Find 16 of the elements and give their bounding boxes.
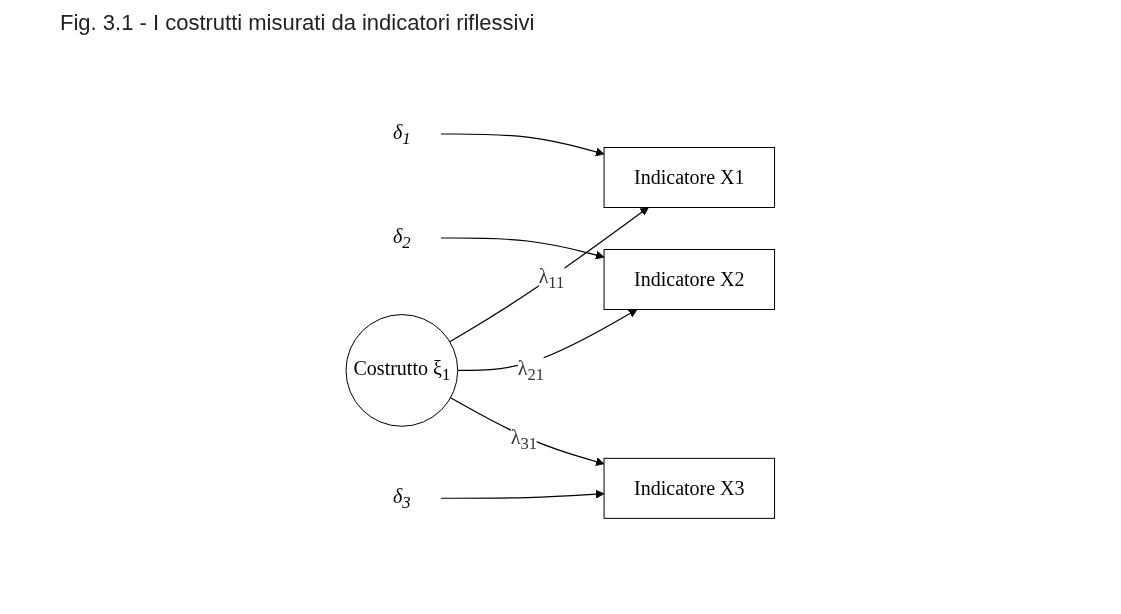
node-text: δ$_{1}$	[393, 120, 411, 148]
node-text: δ$_{2}$	[393, 224, 411, 252]
arrow	[440, 489, 605, 499]
arrow	[450, 397, 605, 466]
figure-title: Fig. 3.1 - I costrutti misurati da indicatori riflessivi	[60, 10, 536, 36]
edge-label: λ$_{21}$	[517, 357, 545, 385]
node-circle: Costrutto ξ$_{1}$	[345, 313, 459, 427]
node-box: Indicatore X1	[603, 146, 776, 208]
node-text: δ$_{3}$	[393, 485, 411, 513]
node-box: Indicatore X2	[603, 248, 776, 310]
arrow	[440, 237, 605, 260]
edge-label: λ$_{11}$	[538, 265, 565, 293]
node-box: Indicatore X3	[603, 457, 776, 519]
edge-label: λ$_{31}$	[510, 425, 538, 453]
arrow	[440, 133, 605, 157]
arrow	[449, 206, 649, 343]
